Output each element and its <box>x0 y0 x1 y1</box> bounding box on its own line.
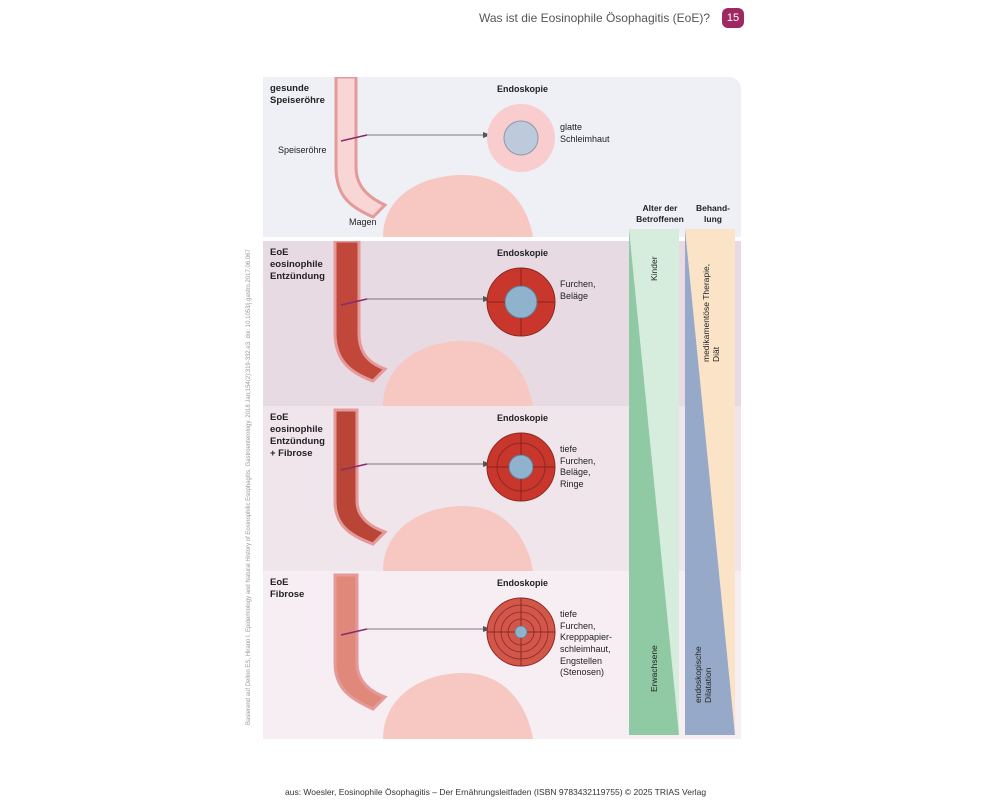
age-bar-bottom <box>629 229 679 735</box>
endoscopy-label: Endoskopie <box>497 84 549 94</box>
stomach-label: Magen <box>349 217 377 227</box>
footer-credit: aus: Woesler, Eosinophile Ösophagitis – … <box>285 787 707 797</box>
header-title: Was ist die Eosinophile Ösophagitis (EoE… <box>479 11 710 25</box>
age-bottom-label: Erwachsene <box>649 645 659 692</box>
healthy-illustration <box>334 77 555 237</box>
gradient-bars <box>629 229 735 735</box>
treatment-bar-bottom <box>685 229 735 735</box>
endoscopy-label: Endoskopie <box>497 248 549 258</box>
treatment-top-label: medikamentöse Therapie, Diät <box>701 263 722 362</box>
page-number-badge: 15 <box>722 8 744 28</box>
treatment-bottom-label: endoskopische Dilatation <box>693 646 714 703</box>
eoe-figure: gesunde Speiseröhre Endoskopie glatte Sc… <box>263 77 741 739</box>
age-top-label: Kinder <box>649 256 659 281</box>
endoscopy-label: Endoskopie <box>497 578 549 588</box>
endoscopy-description: tiefe Furchen, Krepppapier- schleimhaut,… <box>560 609 613 678</box>
fibrosis-illustration <box>333 573 556 739</box>
side-credit: Basierend auf Dellon ES, Hirano I. Epide… <box>246 249 252 725</box>
treatment-column-header: Behand- lung <box>696 203 730 225</box>
panel-healthy: gesunde Speiseröhre Endoskopie glatte Sc… <box>263 77 741 237</box>
endoscopy-description: glatte Schleimhaut <box>560 122 610 144</box>
esophagus-label: Speiseröhre <box>278 145 327 155</box>
panel-title: EoE eosinophile Entzündung <box>270 247 325 282</box>
endoscopy-description: tiefe Furchen, Beläge, Ringe <box>560 444 596 490</box>
inflammation-fibrosis-illustration <box>333 408 556 571</box>
panel-title: EoE eosinophile Entzündung + Fibrose <box>270 412 325 459</box>
endoscopy-label: Endoskopie <box>497 413 549 423</box>
panel-title: EoE Fibrose <box>270 577 305 600</box>
panel-title: gesunde Speiseröhre <box>270 83 325 106</box>
inflammation-illustration <box>333 241 556 406</box>
endoscopy-description: Furchen, Beläge <box>560 279 596 301</box>
age-column-header: Alter der Betroffenen <box>636 203 684 225</box>
